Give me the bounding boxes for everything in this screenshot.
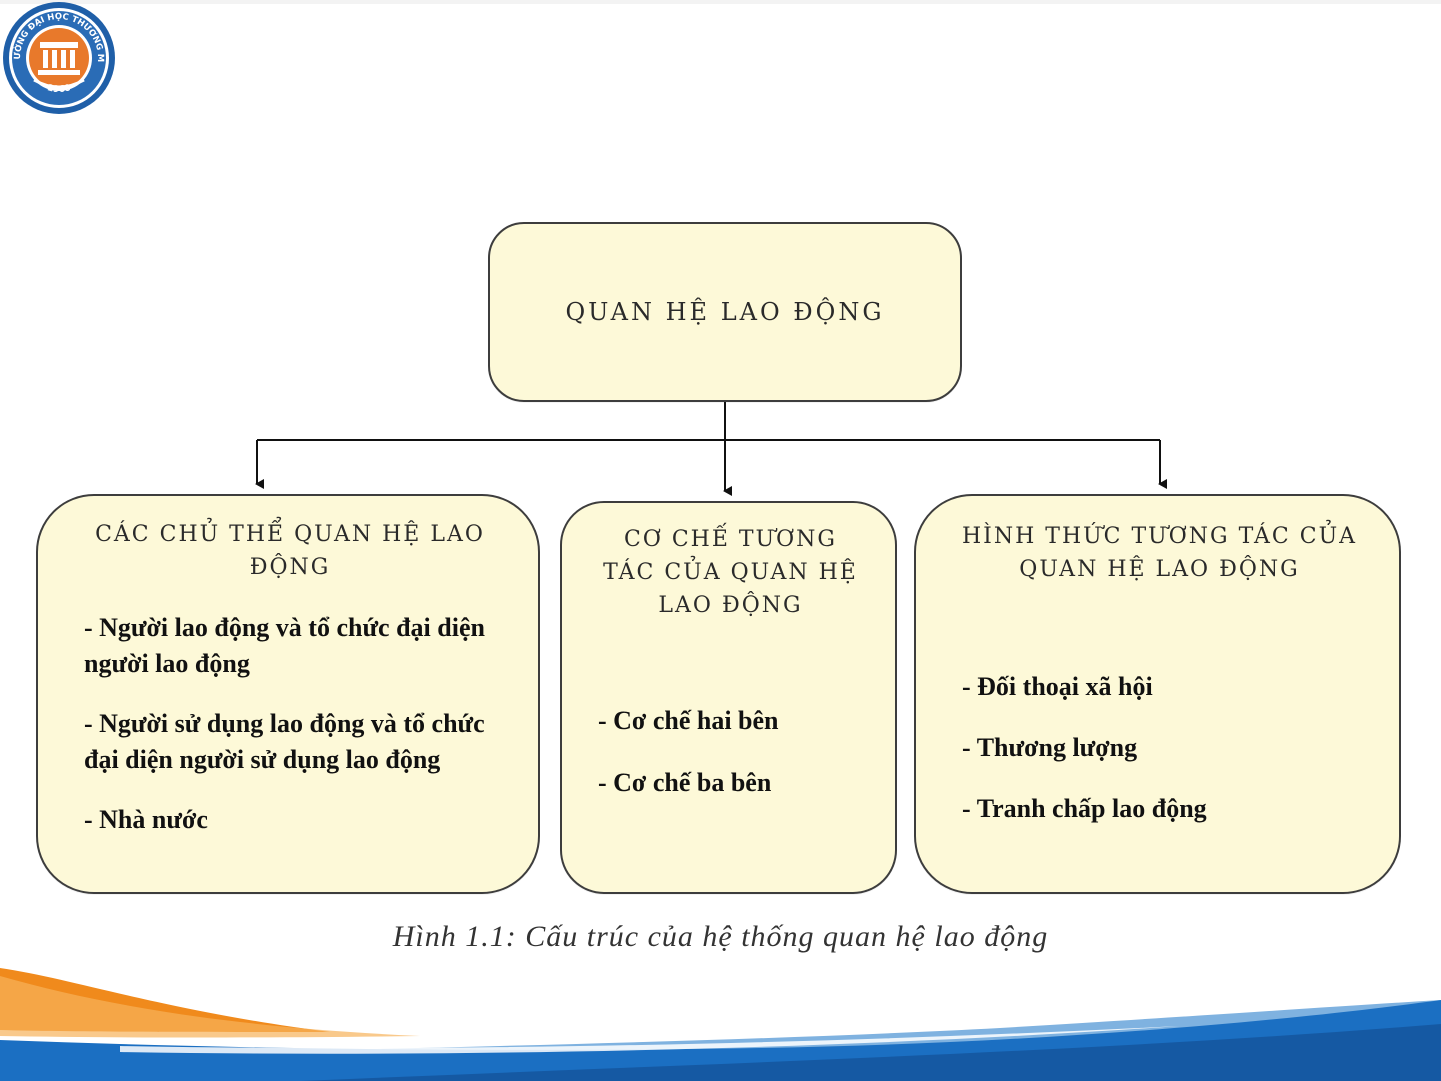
list-item: - Cơ chế ba bên	[598, 768, 772, 797]
list-item: - Người sử dụng lao động và tổ chức đại …	[84, 709, 485, 774]
list-item: - Nhà nước	[84, 805, 208, 834]
list-item: - Đối thoại xã hội	[962, 672, 1153, 701]
branch-list-subjects: - Người lao động và tổ chức đại diện ngư…	[84, 610, 504, 862]
wave-orange-light	[0, 976, 420, 1038]
logo-year: 1960	[46, 83, 72, 95]
university-logo: TRƯỜNG ĐẠI HỌC THƯƠNG MẠI 1960	[0, 0, 115, 114]
list-item: - Thương lượng	[962, 733, 1138, 762]
branch-list-forms: - Đối thoại xã hội - Thương lượng - Tran…	[962, 669, 1382, 852]
branch-node-mechanism: CƠ CHẾ TƯƠNG TÁC CỦA QUAN HỆ LAO ĐỘNG - …	[560, 501, 897, 894]
figure-caption: Hình 1.1: Cấu trúc của hệ thống quan hệ …	[392, 920, 1049, 953]
footer-wave-decoration	[0, 968, 1441, 1081]
list-item: - Cơ chế hai bên	[598, 706, 779, 735]
list-item: - Người lao động và tổ chức đại diện ngư…	[84, 613, 485, 678]
branch-list-mechanism: - Cơ chế hai bên - Cơ chế ba bên	[598, 703, 878, 827]
root-node-label: QUAN HỆ LAO ĐỘNG	[565, 297, 885, 326]
svg-text:1960: 1960	[46, 83, 72, 95]
root-node: QUAN HỆ LAO ĐỘNG	[488, 222, 962, 402]
branch-title-forms: HÌNH THỨC TƯƠNG TÁC CỦA QUAN HỆ LAO ĐỘNG	[961, 524, 1358, 582]
top-border	[0, 0, 1441, 4]
branch-title-mechanism: CƠ CHẾ TƯƠNG TÁC CỦA QUAN HỆ LAO ĐỘNG	[603, 527, 858, 618]
wave-blue-dark	[300, 1024, 1441, 1081]
branch-node-forms: HÌNH THỨC TƯƠNG TÁC CỦA QUAN HỆ LAO ĐỘNG…	[914, 494, 1401, 894]
wave-white-streak	[120, 1026, 1180, 1054]
branch-node-subjects: CÁC CHỦ THỂ QUAN HỆ LAO ĐỘNG - Người lao…	[36, 494, 540, 894]
branch-title-subjects: CÁC CHỦ THỂ QUAN HỆ LAO ĐỘNG	[95, 522, 485, 580]
list-item: - Tranh chấp lao động	[962, 794, 1207, 823]
